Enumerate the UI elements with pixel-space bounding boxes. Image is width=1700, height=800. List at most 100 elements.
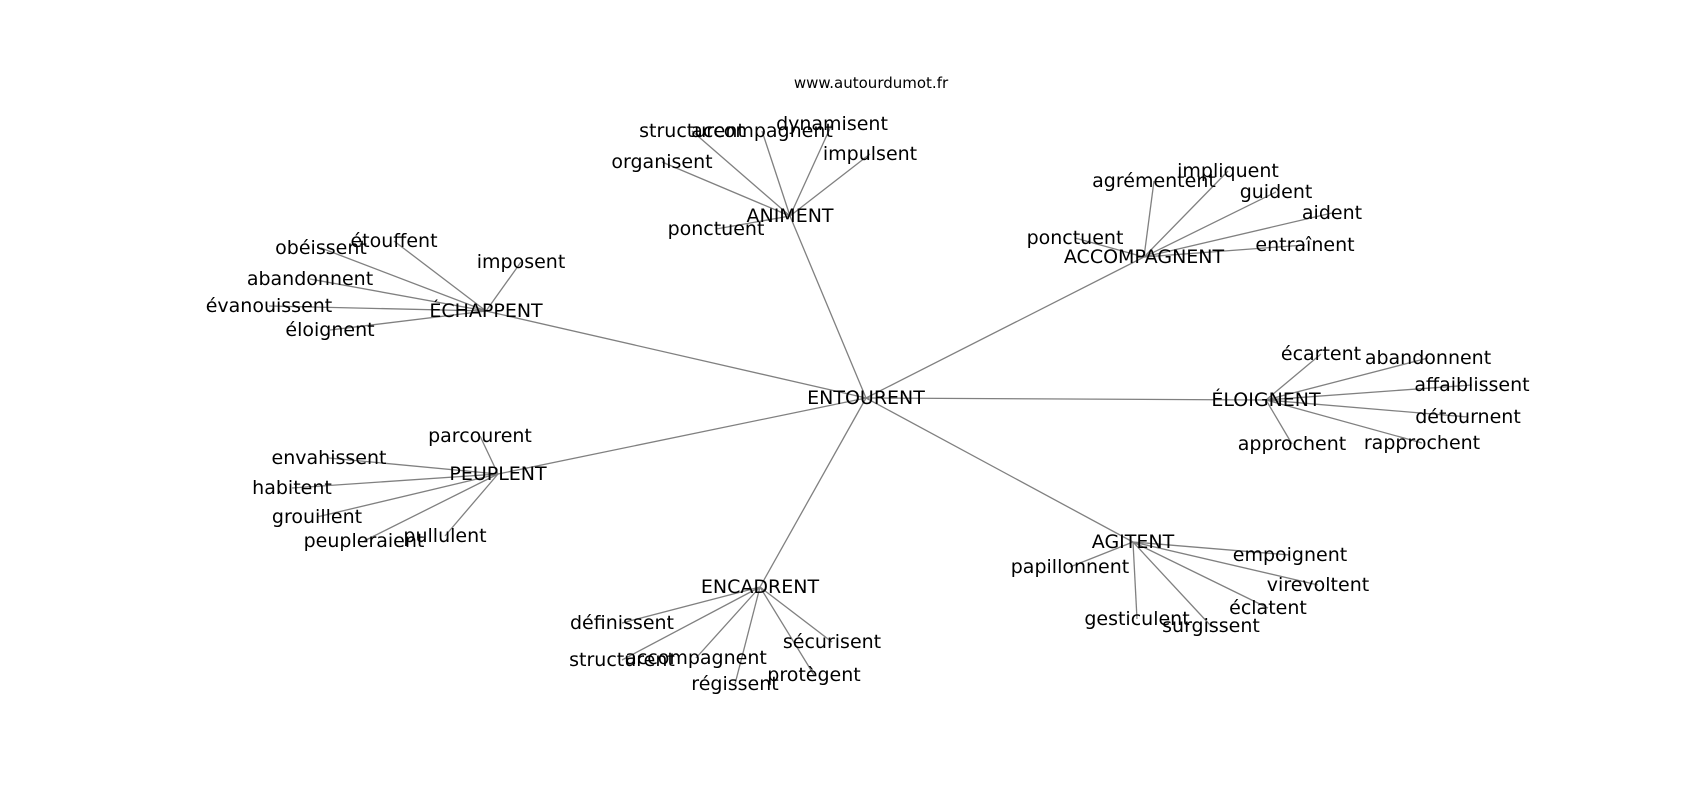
hub-node-label: ÉCHAPPENT (429, 299, 543, 322)
leaf-node-label: approchent (1238, 433, 1346, 455)
edge-hub-leaf (268, 305, 487, 312)
edge-hub-leaf (1143, 191, 1277, 258)
edge-hub-leaf (1265, 399, 1293, 445)
hub-node-label: PEUPLENT (449, 463, 547, 485)
edge-hub-leaf (1132, 541, 1319, 586)
labels: ENTOURENTANIMENTstructurentaccompagnentd… (206, 113, 1530, 695)
leaf-node-label: guident (1240, 181, 1313, 203)
hub-node-label: AGITENT (1092, 531, 1175, 553)
leaf-node-label: impliquent (1177, 160, 1279, 182)
leaf-node-label: structurent (569, 649, 675, 671)
leaf-node-label: définissent (570, 612, 674, 634)
edge-hub-leaf (1265, 399, 1423, 444)
edge-hub-leaf (715, 215, 791, 230)
edge-hub-leaf (1132, 541, 1138, 620)
edge-hub-leaf (1143, 180, 1155, 258)
leaf-node-label: peupleraient (304, 530, 425, 552)
leaf-node-label: étouffent (350, 230, 437, 252)
edge-hub-leaf (1265, 353, 1322, 401)
leaf-node-label: obéissent (275, 237, 367, 259)
leaf-node-label: agrémentent (1092, 170, 1216, 192)
edge-center-hub (865, 397, 1134, 543)
leaf-node-label: aident (1302, 202, 1362, 224)
edge-hub-leaf (695, 586, 761, 659)
leaf-node-label: écartent (1281, 343, 1361, 365)
leaf-node-label: abandonnent (1365, 347, 1491, 369)
leaf-node-label: sécurisent (783, 631, 881, 653)
leaf-node-label: rapprochent (1364, 432, 1480, 454)
leaf-node-label: pullulent (403, 525, 486, 547)
edge-hub-leaf (1132, 541, 1212, 627)
leaf-node-label: éclatent (1229, 597, 1307, 619)
leaf-node-label: organisent (611, 151, 712, 173)
hub-node-label: ENCADRENT (701, 576, 820, 598)
leaf-node-label: éloignent (285, 319, 374, 341)
edge-hub-leaf (1143, 170, 1229, 258)
leaf-node-label: surgissent (1162, 615, 1260, 637)
edge-hub-leaf (363, 473, 499, 542)
leaf-node-label: gesticulent (1084, 608, 1189, 630)
edge-hub-leaf (1265, 399, 1469, 418)
edge-hub-leaf (309, 278, 487, 312)
edge-hub-leaf (1074, 237, 1145, 258)
edge-hub-leaf (1132, 541, 1269, 609)
edge-hub-leaf (1143, 212, 1333, 258)
edge-hub-leaf (621, 586, 761, 624)
edge-hub-leaf (316, 473, 499, 518)
leaf-node-label: virevoltent (1267, 574, 1369, 596)
leaf-node-label: accompagnent (625, 647, 767, 669)
edge-hub-leaf (329, 310, 487, 331)
leaf-node-label: structurent (639, 120, 745, 142)
leaf-node-label: imposent (477, 251, 566, 273)
edge-center-hub (789, 215, 867, 399)
edge-hub-leaf (479, 435, 499, 475)
leaf-node-label: grouillent (272, 506, 362, 528)
edge-hub-leaf (444, 473, 499, 537)
edge-center-hub (865, 397, 1267, 401)
edge-hub-leaf (328, 457, 499, 475)
leaf-node-label: habitent (252, 477, 332, 499)
leaf-node-label: parcourent (428, 425, 532, 447)
edge-hub-leaf (759, 586, 833, 643)
edge-center-hub (759, 397, 867, 588)
edge-hub-leaf (1265, 357, 1429, 401)
edge-hub-leaf (485, 261, 522, 312)
edge-hub-leaf (734, 586, 761, 685)
edges (268, 123, 1473, 685)
center-node-label: ENTOURENT (807, 387, 925, 409)
watermark-text: www.autourdumot.fr (794, 74, 949, 92)
leaf-node-label: envahissent (272, 447, 387, 469)
hub-node-label: ACCOMPAGNENT (1064, 246, 1225, 268)
edge-hub-leaf (761, 130, 791, 217)
leaf-node-label: régissent (691, 673, 778, 695)
edge-hub-leaf (621, 586, 761, 661)
edge-center-hub (865, 256, 1145, 399)
leaf-node-label: affaiblissent (1414, 374, 1529, 396)
leaf-node-label: accompagnent (691, 120, 833, 142)
leaf-node-label: évanouissent (206, 295, 333, 317)
edge-hub-leaf (320, 247, 487, 312)
hub-node-label: ÉLOIGNENT (1211, 388, 1321, 411)
edge-center-hub (497, 397, 867, 475)
edge-hub-leaf (789, 123, 833, 217)
edge-hub-leaf (789, 153, 871, 217)
edge-hub-leaf (759, 586, 815, 676)
edge-hub-leaf (1143, 244, 1306, 258)
leaf-node-label: abandonnent (247, 268, 373, 290)
leaf-node-label: ponctuent (1027, 227, 1124, 249)
leaf-node-label: ponctuent (668, 218, 765, 240)
leaf-node-label: impulsent (823, 143, 917, 165)
edge-center-hub (485, 310, 867, 399)
edge-hub-leaf (393, 240, 487, 312)
edge-hub-leaf (1132, 541, 1291, 556)
leaf-node-label: détournent (1415, 406, 1521, 428)
edge-hub-leaf (661, 161, 791, 217)
leaf-node-label: papillonnent (1011, 556, 1130, 578)
edge-hub-leaf (1069, 541, 1134, 568)
edge-hub-leaf (691, 130, 791, 217)
leaf-node-label: empoignent (1233, 544, 1347, 566)
leaf-node-label: entraînent (1255, 234, 1354, 256)
hub-node-label: ANIMENT (746, 205, 833, 227)
leaf-node-label: protègent (767, 664, 860, 686)
